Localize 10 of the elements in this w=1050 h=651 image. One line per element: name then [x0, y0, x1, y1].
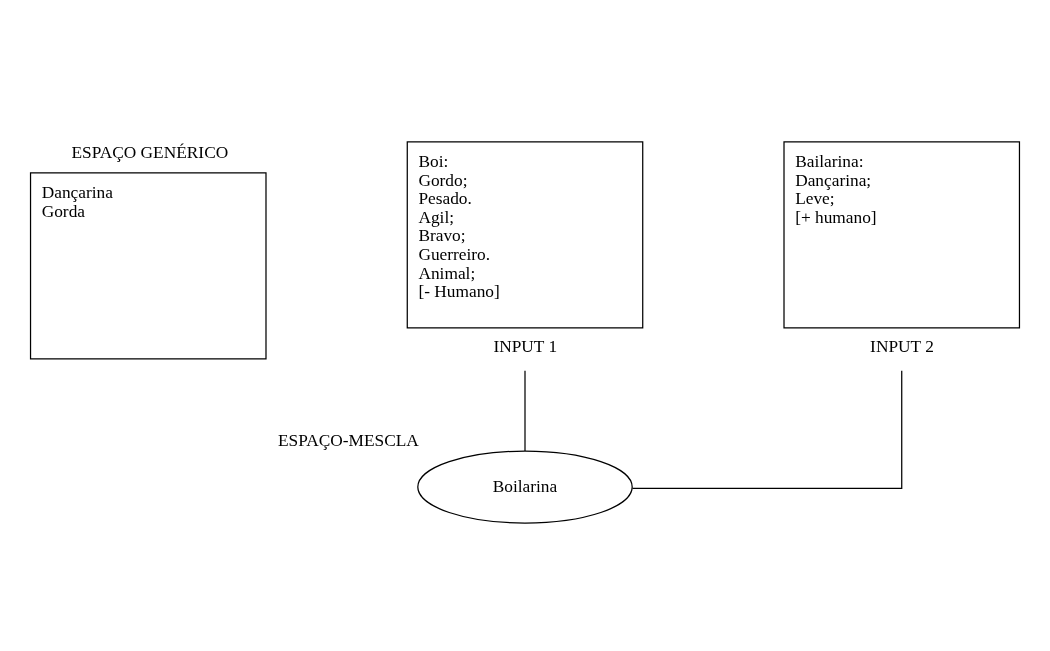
node-label: ESPAÇO-MESCLA: [277, 430, 419, 450]
connector: [524, 369, 526, 452]
node-ellipse: Boilarina: [417, 450, 633, 524]
node-box: Bailarina: Dançarina; Leve; [+ humano]: [783, 140, 1021, 328]
node-label: INPUT 1: [493, 336, 558, 356]
connector: [631, 369, 903, 489]
node-box: Dançarina Gorda: [29, 171, 267, 359]
node-label: ESPAÇO GENÉRICO: [71, 142, 229, 162]
node-label: INPUT 2: [870, 336, 934, 356]
node-box: Boi: Gordo; Pesado. Agil; Bravo; Guerreiro. Animal; [- Humano]: [406, 140, 644, 328]
